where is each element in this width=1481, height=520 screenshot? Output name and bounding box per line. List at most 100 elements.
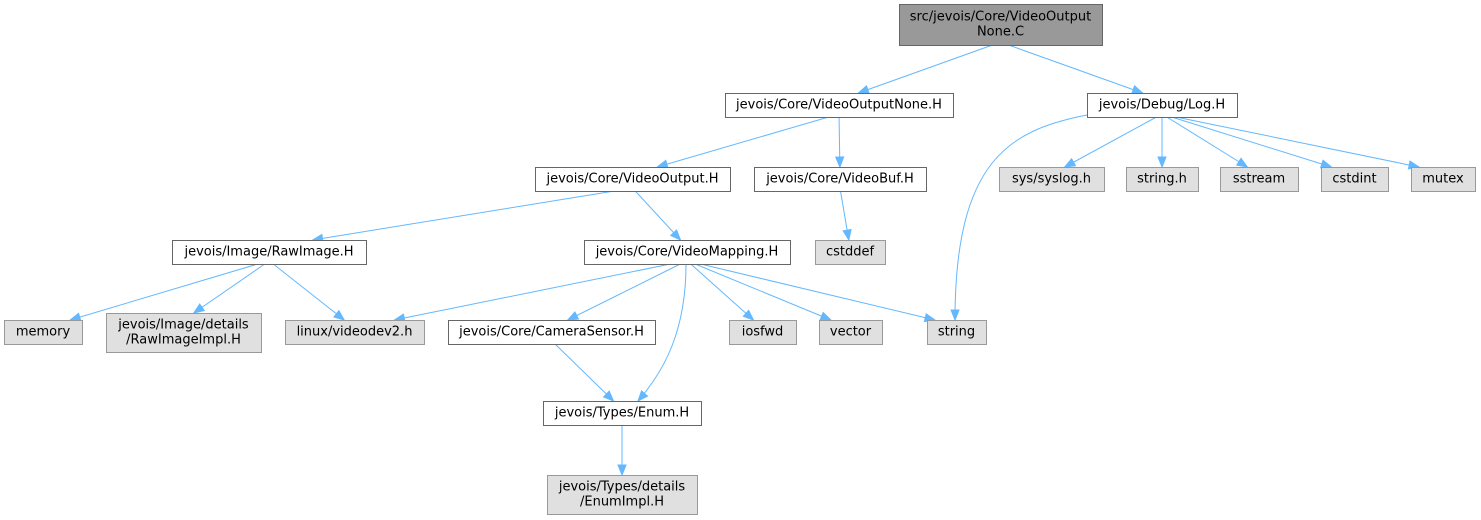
node-label: jevois/Core/VideoOutput.H <box>546 172 719 187</box>
node-vonh[interactable]: jevois/Core/VideoOutputNone.H <box>725 93 954 118</box>
arrowhead-icon <box>950 309 960 322</box>
node-box <box>899 4 1103 46</box>
edge-line <box>394 263 671 321</box>
edge-line <box>1166 116 1248 168</box>
arrowhead-icon <box>637 389 649 403</box>
arrowhead-icon <box>669 229 682 241</box>
node-memory: memory <box>4 320 83 345</box>
node-label: jevois/Core/CameraSensor.H <box>458 325 644 340</box>
arrowhead-icon <box>842 228 852 242</box>
node-label: jevois/Core/VideoOutputNone.H <box>735 98 942 113</box>
arrowhead-icon <box>834 156 845 169</box>
node-label: /EnumImpl.H <box>580 495 664 510</box>
arrowhead-icon <box>1131 84 1144 94</box>
edge-line <box>637 263 687 402</box>
node-string: string <box>927 320 987 345</box>
node-box <box>927 320 987 345</box>
edge-voh-to-vmap <box>634 190 682 241</box>
edge-vonh-to-voh <box>655 116 829 169</box>
node-box <box>1126 167 1199 192</box>
node-box <box>754 167 927 192</box>
node-box <box>1220 167 1299 192</box>
arrowhead-icon <box>566 311 580 321</box>
node-label: jevois/Types/Enum.H <box>554 406 689 421</box>
node-enumimpl: jevois/Types/details/EnumImpl.H <box>547 475 698 515</box>
edge-line <box>1175 116 1420 168</box>
node-box <box>1411 167 1476 192</box>
arrowhead-icon <box>742 309 755 321</box>
node-box <box>448 320 656 345</box>
edge-line <box>694 263 832 321</box>
node-box <box>725 93 954 118</box>
node-box <box>106 313 262 353</box>
node-label: sys/syslog.h <box>1012 172 1091 187</box>
arrowhead-icon <box>655 159 669 169</box>
node-syslog: sys/syslog.h <box>999 167 1105 192</box>
node-enum[interactable]: jevois/Types/Enum.H <box>543 401 702 426</box>
node-label: jevois/Debug/Log.H <box>1098 98 1225 113</box>
node-label: iosfwd <box>742 325 784 340</box>
node-label: jevois/Image/details <box>117 318 249 333</box>
node-label: mutex <box>1422 172 1464 187</box>
node-label: None.C <box>977 25 1024 40</box>
edge-line <box>954 114 1088 321</box>
arrowhead-icon <box>1235 157 1249 168</box>
edge-line <box>858 44 993 94</box>
node-box <box>815 240 886 265</box>
node-label: /RawImageImpl.H <box>126 333 241 348</box>
edge-vmap-to-iosfwd <box>690 263 755 321</box>
arrowhead-icon <box>1157 156 1167 169</box>
edge-log-to-cstdint <box>1171 116 1333 169</box>
node-vbuf[interactable]: jevois/Core/VideoBuf.H <box>754 167 927 192</box>
edge-raw-to-memory <box>68 263 258 322</box>
arrowhead-icon <box>68 312 82 322</box>
node-label: string.h <box>1137 172 1187 187</box>
edge-cam-to-enum <box>554 343 615 402</box>
node-box <box>584 240 791 265</box>
node-log[interactable]: jevois/Debug/Log.H <box>1087 93 1238 118</box>
arrowhead-icon <box>857 84 870 94</box>
edge-vbuf-to-cstddef <box>840 190 852 242</box>
node-label: jevois/Core/VideoMapping.H <box>595 245 779 260</box>
edge-line <box>193 263 266 314</box>
edge-line <box>69 263 258 321</box>
edge-root-to-vonh <box>857 44 993 94</box>
node-vector: vector <box>819 320 883 345</box>
edge-line <box>554 343 614 402</box>
node-label: cstddef <box>826 245 875 260</box>
node-box <box>4 320 83 345</box>
node-box <box>547 475 698 515</box>
node-cam[interactable]: jevois/Core/CameraSensor.H <box>448 320 656 345</box>
node-sstream: sstream <box>1220 167 1299 192</box>
node-cstdint: cstdint <box>1321 167 1389 192</box>
node-box <box>543 401 702 426</box>
node-v4l2: linux/videodev2.h <box>285 320 425 345</box>
node-voh[interactable]: jevois/Core/VideoOutput.H <box>535 167 731 192</box>
node-stringh: string.h <box>1126 167 1199 192</box>
node-label: linux/videodev2.h <box>297 325 413 340</box>
node-root[interactable]: src/jevois/Core/VideoOutputNone.C <box>899 4 1103 46</box>
edge-raw-to-rawimpl <box>192 263 266 314</box>
node-vmap[interactable]: jevois/Core/VideoMapping.H <box>584 240 791 265</box>
arrowhead-icon <box>1319 159 1333 169</box>
node-label: memory <box>16 325 71 340</box>
edge-line <box>1171 116 1332 168</box>
edge-enum-to-enumimpl <box>617 425 627 477</box>
arrowhead-icon <box>1063 157 1077 168</box>
edge-vmap-to-string <box>700 263 937 323</box>
node-box <box>999 167 1105 192</box>
arrowhead-icon <box>617 464 627 477</box>
edge-log-to-stringh <box>1157 117 1167 169</box>
edge-voh-to-raw <box>311 190 615 243</box>
arrowhead-icon <box>602 390 615 402</box>
edge-line <box>312 190 615 241</box>
edge-log-to-sstream <box>1166 116 1249 168</box>
edge-log-to-mutex <box>1175 116 1421 170</box>
edge-line <box>657 116 829 168</box>
node-box <box>285 320 425 345</box>
node-box <box>172 240 367 265</box>
node-box <box>535 167 731 192</box>
node-raw[interactable]: jevois/Image/RawImage.H <box>172 240 367 265</box>
edge-log-to-syslog <box>1063 116 1157 168</box>
